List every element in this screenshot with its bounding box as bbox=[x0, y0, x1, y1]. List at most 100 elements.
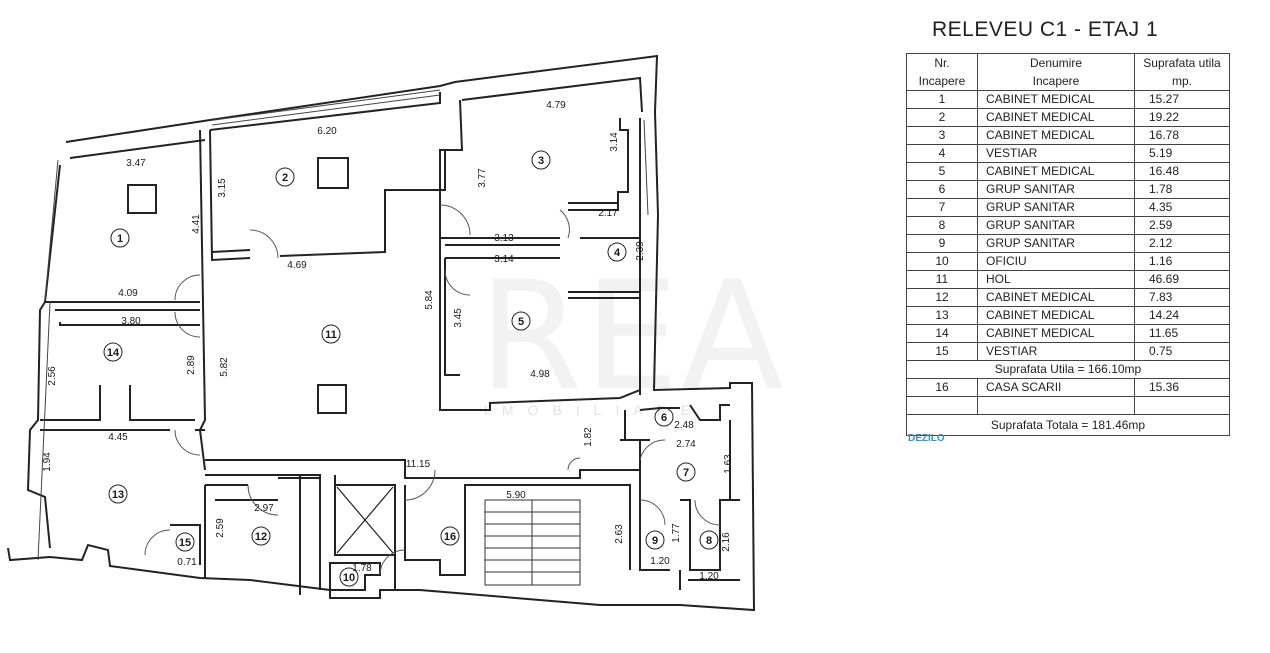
room-number: 9 bbox=[652, 535, 658, 547]
room-name: GRUP SANITAR bbox=[977, 216, 1135, 235]
room-name: VESTIAR bbox=[977, 144, 1135, 163]
dimension-label: 4.41 bbox=[191, 214, 202, 234]
dimension-label: 3.13 bbox=[494, 233, 514, 244]
room-area: 15.36 bbox=[1134, 378, 1230, 397]
room-number: 13 bbox=[112, 489, 124, 501]
room-name: GRUP SANITAR bbox=[977, 198, 1135, 217]
dimension-label: 3.14 bbox=[609, 132, 620, 152]
room-number: 2 bbox=[282, 172, 288, 184]
column-room2 bbox=[317, 157, 349, 189]
room-number: 11 bbox=[325, 329, 337, 341]
room-number: 14 bbox=[107, 347, 120, 359]
dimension-label: 3.77 bbox=[477, 168, 488, 188]
dimension-label: 4.09 bbox=[118, 288, 138, 299]
header-nr: Nr.Incapere bbox=[906, 53, 978, 91]
util-total: Suprafata Utila = 166.10mp bbox=[906, 360, 1230, 379]
room-number: 15 bbox=[179, 537, 191, 549]
dimension-label: 2.59 bbox=[215, 518, 226, 538]
table-row: 16 CASA SCARII 15.36 bbox=[906, 378, 1230, 397]
room-area: 14.24 bbox=[1134, 306, 1230, 325]
room-name: CASA SCARII bbox=[977, 378, 1135, 397]
room-number: 10 bbox=[343, 572, 355, 584]
page-title: RELEVEU C1 - ETAJ 1 bbox=[932, 18, 1159, 41]
room-number: 3 bbox=[538, 155, 544, 167]
room-area: 11.65 bbox=[1134, 324, 1230, 343]
dimension-label: 1.63 bbox=[723, 454, 734, 474]
dimension-label: 4.79 bbox=[546, 100, 566, 111]
room-name: CABINET MEDICAL bbox=[977, 324, 1135, 343]
dimension-label: 3.47 bbox=[126, 158, 146, 169]
room-name: CABINET MEDICAL bbox=[977, 108, 1135, 127]
room-area: 19.22 bbox=[1134, 108, 1230, 127]
room-name: GRUP SANITAR bbox=[977, 234, 1135, 253]
column-hall bbox=[317, 384, 347, 414]
room-area: 5.19 bbox=[1134, 144, 1230, 163]
watermark-logo: REA bbox=[478, 250, 786, 424]
dimension-label: 3.45 bbox=[453, 308, 464, 328]
dimension-label: 2.97 bbox=[254, 503, 274, 514]
room-nr: 13 bbox=[906, 306, 978, 325]
room-name: VESTIAR bbox=[977, 342, 1135, 361]
grand-total: Suprafata Totala = 181.46mp bbox=[906, 414, 1230, 436]
dimension-label: 2.16 bbox=[721, 532, 732, 552]
room-name: GRUP SANITAR bbox=[977, 180, 1135, 199]
util-total-row: Suprafata Utila = 166.10mp bbox=[906, 360, 1230, 379]
room-area: 7.83 bbox=[1134, 288, 1230, 307]
dimension-label: 5.84 bbox=[424, 290, 435, 310]
room-nr: 15 bbox=[906, 342, 978, 361]
dimension-label: 11.15 bbox=[406, 459, 431, 470]
room-area: 16.78 bbox=[1134, 126, 1230, 145]
room-nr: 16 bbox=[906, 378, 978, 397]
room-number: 4 bbox=[614, 247, 621, 259]
room-nr: 7 bbox=[906, 198, 978, 217]
room-area: 1.78 bbox=[1134, 180, 1230, 199]
dimension-label: 5.82 bbox=[219, 357, 230, 377]
room-area: 1.16 bbox=[1134, 252, 1230, 271]
dimension-label: 2.63 bbox=[614, 524, 625, 544]
room-number: 7 bbox=[683, 467, 689, 479]
blank-row bbox=[906, 396, 1230, 415]
watermark-subtitle: IMOBILIARE bbox=[484, 402, 705, 418]
room-area: 46.69 bbox=[1134, 270, 1230, 289]
room-nr: 8 bbox=[906, 216, 978, 235]
stamp-text: DEZILO bbox=[908, 433, 945, 444]
dimension-label: 6.20 bbox=[317, 126, 337, 137]
column-room1 bbox=[127, 184, 157, 214]
dimension-label: 1.20 bbox=[650, 556, 670, 567]
dimension-label: 2.48 bbox=[674, 420, 694, 431]
room-nr: 10 bbox=[906, 252, 978, 271]
room-nr: 2 bbox=[906, 108, 978, 127]
dimension-label: 3.14 bbox=[494, 254, 514, 265]
dimension-label: 0.71 bbox=[177, 557, 197, 568]
room-nr: 12 bbox=[906, 288, 978, 307]
room-name: HOL bbox=[977, 270, 1135, 289]
room-nr: 5 bbox=[906, 162, 978, 181]
room-name: CABINET MEDICAL bbox=[977, 126, 1135, 145]
room-number: 1 bbox=[117, 233, 123, 245]
room-area: 0.75 bbox=[1134, 342, 1230, 361]
dimension-label: 3.15 bbox=[217, 178, 228, 198]
room-number: 6 bbox=[661, 412, 667, 424]
dimension-label: 1.77 bbox=[671, 523, 682, 543]
room-name: OFICIU bbox=[977, 252, 1135, 271]
dimension-label: 2.74 bbox=[676, 439, 696, 450]
room-nr: 1 bbox=[906, 90, 978, 109]
room-number: 5 bbox=[518, 316, 524, 328]
dimension-label: 2.39 bbox=[635, 241, 646, 261]
room-area: 2.12 bbox=[1134, 234, 1230, 253]
dimension-label: 4.98 bbox=[530, 369, 550, 380]
room-area: 2.59 bbox=[1134, 216, 1230, 235]
dimension-label: 2.17 bbox=[598, 208, 618, 219]
